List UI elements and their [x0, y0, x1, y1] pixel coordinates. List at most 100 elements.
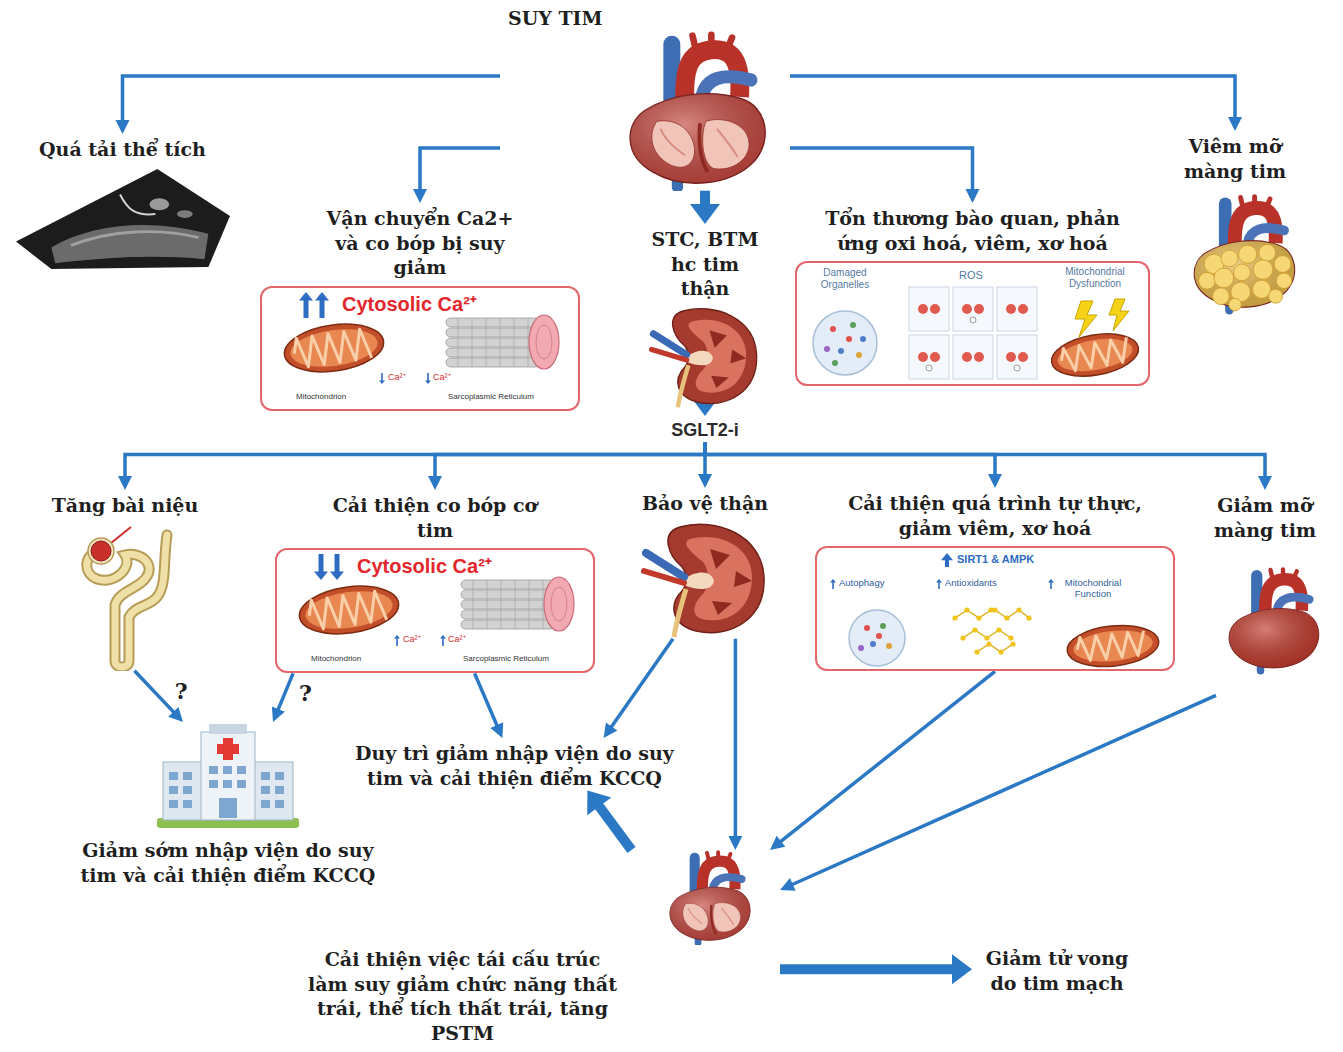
connector-line: [420, 148, 500, 193]
node-label: SUY TIM: [508, 6, 790, 31]
arrow-head: [770, 836, 785, 850]
arrow-head: [413, 189, 427, 203]
connector-line: [125, 442, 705, 480]
panel-label: Mitochondrial Function: [1057, 578, 1129, 600]
illustration: [1203, 545, 1328, 695]
arrow-head: [587, 790, 611, 815]
hospital-node: Giảm sớm nhập viện do suy tim và cải thi…: [153, 722, 303, 830]
illustration: [640, 850, 765, 945]
panel-illustration: [817, 548, 1173, 669]
arrow-head: [168, 707, 183, 722]
image-node: Quá tải thể tích: [10, 134, 235, 271]
arrow-head: [728, 836, 742, 850]
connector-line: [135, 671, 177, 715]
panel-frame: Damaged Organelles ROS Mitochondrial Dysfu…: [795, 261, 1150, 386]
arrow-head: [966, 189, 980, 203]
panel-frame: Cytosolic Ca²⁺Ca²⁺MitochondrionCa²⁺Sarco…: [260, 286, 580, 411]
panel-label: Mitochondrion: [296, 392, 346, 401]
connector: [604, 639, 673, 738]
panel-node: Tổn thương bào quan, phản ứng oxi hoá, v…: [790, 203, 1155, 386]
node-label: Tăng bài niệu: [30, 493, 220, 518]
panel-node: Vận chuyển Ca2+ và co bóp bị suy giảmCyt…: [255, 203, 585, 411]
panel-label: ROS: [959, 269, 983, 282]
arrow-head: [490, 722, 503, 738]
connector: [118, 442, 705, 490]
arrow-head: [1228, 117, 1242, 131]
connector-line: [789, 695, 1216, 886]
connector: [728, 639, 742, 850]
arrow-head: [690, 204, 720, 224]
arrow-head: [952, 954, 972, 984]
node-label: Quá tải thể tích: [10, 137, 235, 162]
panel-frame: Cytosolic Ca²⁺Ca²⁺MitochondrionCa²⁺Sarco…: [275, 548, 595, 673]
connector: [790, 76, 1242, 131]
node-label: Viêm mỡ màng tim: [1170, 134, 1300, 183]
panel-label: Cytosolic Ca²⁺: [342, 293, 477, 315]
panel-label: Ca²⁺: [448, 634, 466, 644]
connector-line: [123, 76, 501, 124]
connector: [780, 954, 972, 984]
connector: [780, 695, 1216, 890]
panel-label: Mitochondrion: [311, 654, 361, 663]
connector: [428, 442, 705, 490]
image-node: Giảm mỡ màng tim: [1195, 490, 1335, 695]
node-label: Tổn thương bào quan, phản ứng oxi hoá, v…: [813, 206, 1133, 255]
panel-label: Mitochondrial Dysfunction: [1047, 266, 1143, 289]
text-node: SGLT2-i: [645, 416, 765, 442]
connector: [272, 673, 293, 722]
node-label: Vận chuyển Ca2+ và co bóp bị suy giảm: [313, 206, 528, 280]
illustration: [45, 521, 175, 671]
connector: [475, 673, 504, 738]
connector-line: [780, 964, 958, 974]
node-label: Duy trì giảm nhập viện do suy tim và cải…: [342, 741, 687, 790]
arrow-head: [780, 878, 796, 891]
illustration: [153, 722, 303, 830]
panel-label: Damaged Organelles: [805, 267, 885, 290]
edge-label: ?: [173, 680, 190, 702]
image-node: Tăng bài niệu: [30, 490, 220, 671]
connector: [690, 191, 720, 224]
node-label: Cải thiện quá trình tự thực, giảm viêm, …: [823, 491, 1168, 540]
connector-line: [778, 671, 995, 844]
image-node: STC, BTM hc tim thận: [635, 224, 775, 409]
panel-node: Cải thiện quá trình tự thực, giảm viêm, …: [815, 488, 1175, 671]
connector: [413, 148, 500, 203]
node-label: Bảo vệ thận: [625, 491, 785, 516]
image-node: Bảo vệ thận: [625, 488, 785, 639]
panel-label: Antioxidants: [945, 578, 997, 589]
edge-label: ?: [297, 682, 314, 704]
node-label: Giảm sớm nhập viện do suy tim và cải thi…: [71, 838, 386, 887]
panel-label: Ca²⁺: [403, 634, 421, 644]
panel-frame: SIRT1 & AMPK Autophagy Antioxidants Mitocho…: [815, 546, 1175, 671]
connector-line: [609, 639, 673, 730]
arrow-head: [272, 706, 285, 722]
connector-line: [790, 148, 973, 193]
panel-label: Cytosolic Ca²⁺: [357, 555, 492, 577]
node-label: SGLT2-i: [645, 419, 765, 442]
illustration: [585, 31, 785, 191]
illustration: [646, 304, 764, 409]
arrow-head: [698, 474, 712, 488]
connector-line: [734, 639, 738, 841]
connector: [587, 790, 631, 850]
illustration: [10, 165, 235, 271]
connector-line: [705, 442, 995, 478]
arrow-head: [428, 476, 442, 490]
connector: [116, 76, 501, 134]
connector-line: [790, 76, 1235, 121]
panel-node: Cải thiện co bóp cơ timCytosolic Ca²⁺Ca²…: [270, 490, 600, 673]
text-node: Duy trì giảm nhập viện do suy tim và cải…: [312, 738, 717, 790]
panel-label: Sarcoplasmic Reticulum: [448, 392, 534, 401]
arrow-head: [604, 723, 618, 738]
connector: [790, 148, 980, 203]
panel-label: SIRT1 & AMPK: [957, 553, 1034, 566]
node-label: Cải thiện việc tái cấu trúc làm suy giảm…: [305, 947, 620, 1046]
panel-label: Ca²⁺: [388, 372, 406, 382]
image-node: Viêm mỡ màng tim: [1150, 131, 1320, 321]
arrow-head: [1258, 476, 1272, 490]
node-label: Giảm tử vong do tim mạch: [977, 946, 1137, 995]
panel-label: Autophagy: [839, 578, 884, 589]
arrow-head: [116, 120, 130, 134]
node-label: STC, BTM hc tim thận: [645, 227, 765, 301]
